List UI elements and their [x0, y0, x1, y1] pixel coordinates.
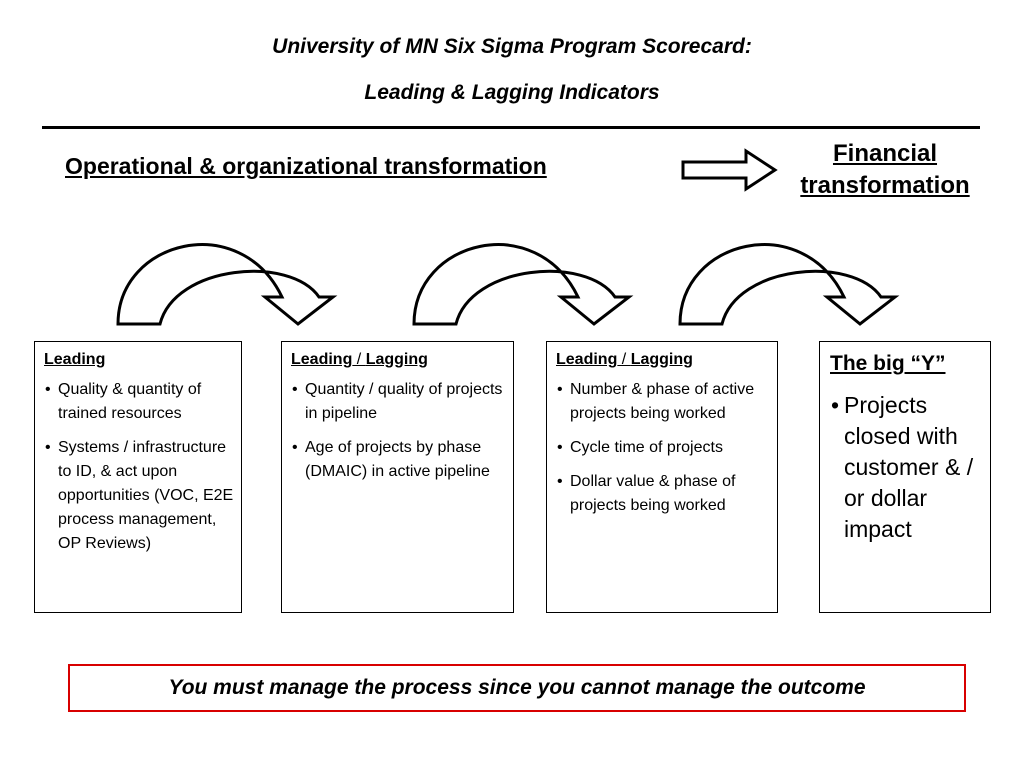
box-heading-text-b: Lagging	[630, 351, 693, 368]
list-item: Systems / infrastructure to ID, & act up…	[44, 436, 235, 556]
list-item: Dollar value & phase of projects being w…	[556, 470, 771, 518]
box-list: Projects closed with customer & / or dol…	[830, 390, 984, 545]
box-list: Quality & quantity of trained resources …	[44, 378, 235, 556]
box-heading-text: Leading	[291, 351, 353, 368]
list-item: Quantity / quality of projects in pipeli…	[291, 378, 507, 426]
box-heading: Leading / Lagging	[291, 348, 507, 372]
list-item: Cycle time of projects	[556, 436, 771, 460]
leading-lagging-box-2: Leading / Lagging Number & phase of acti…	[546, 341, 778, 613]
box-list: Number & phase of active projects being …	[556, 378, 771, 518]
box-heading: The big “Y”	[830, 348, 984, 380]
financial-line-2: transformation	[800, 172, 970, 199]
list-item: Number & phase of active projects being …	[556, 378, 771, 426]
financial-line-1: Financial	[832, 140, 938, 167]
box-heading-text: Leading	[556, 351, 618, 368]
operational-transformation-label: Operational & organizational transformat…	[65, 153, 547, 179]
box-heading-text-b: Lagging	[365, 351, 428, 368]
footer-text: You must manage the process since you ca…	[168, 676, 866, 699]
box-heading-separator: /	[352, 351, 366, 368]
box-heading-text: Leading	[44, 351, 106, 368]
box-heading-text: The big “Y”	[830, 352, 946, 375]
footer-callout: You must manage the process since you ca…	[68, 664, 966, 712]
box-heading: Leading	[44, 348, 235, 372]
box-heading: Leading / Lagging	[556, 348, 771, 372]
list-item: Age of projects by phase (DMAIC) in acti…	[291, 436, 507, 484]
list-item: Quality & quantity of trained resources	[44, 378, 235, 426]
box-heading-separator: /	[617, 351, 631, 368]
leading-lagging-box-1: Leading / Lagging Quantity / quality of …	[281, 341, 514, 613]
curved-arrow-1	[116, 243, 338, 326]
big-y-box: The big “Y” Projects closed with custome…	[819, 341, 991, 613]
curved-arrow-3	[678, 243, 900, 326]
list-item: Projects closed with customer & / or dol…	[830, 390, 984, 545]
box-list: Quantity / quality of projects in pipeli…	[291, 378, 507, 484]
curved-arrow-2	[412, 243, 634, 326]
leading-box: Leading Quality & quantity of trained re…	[34, 341, 242, 613]
title-line-1: University of MN Six Sigma Program Score…	[272, 35, 752, 58]
right-block-arrow	[681, 148, 778, 192]
financial-transformation-label: Financial transformation	[770, 138, 1000, 202]
title-line-2: Leading & Lagging Indicators	[364, 81, 660, 104]
title-divider	[42, 126, 980, 129]
